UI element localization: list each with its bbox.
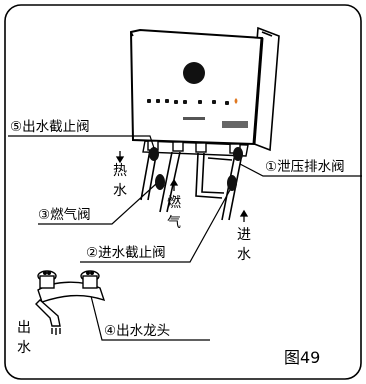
water-heater: [129, 28, 264, 146]
flame-indicator-icon: [234, 98, 238, 104]
water-in-char-1: 进: [237, 227, 251, 243]
control-buttons: [147, 99, 229, 105]
valve-outlet: [149, 147, 159, 161]
leader-outlet-valve: [8, 135, 155, 149]
gas-char-1: 燃: [167, 195, 181, 211]
leader-gas-valve: [38, 183, 157, 225]
brand-mark: [183, 117, 205, 120]
flow-label-hot-water: 热 水: [112, 161, 128, 201]
leader-relief-valve: [239, 163, 362, 177]
valve-gas: [155, 174, 165, 190]
label-outlet-shutoff-valve: ⑤出水截止阀: [10, 119, 90, 135]
leader-inlet-valve: [80, 189, 231, 263]
figure-number: 图49: [284, 348, 321, 367]
label-pressure-relief-valve: ①泄压排水阀: [265, 159, 345, 175]
label-gas-valve: ③燃气阀: [38, 207, 91, 223]
leader-lines: [8, 135, 362, 341]
hot-water-char-1: 热: [113, 163, 127, 179]
display-dial: [183, 62, 205, 84]
hot-water-char-2: 水: [113, 183, 127, 199]
water-out-char-1: 出: [17, 320, 31, 336]
flow-label-water-in: 进 水: [236, 225, 252, 265]
gas-char-2: 气: [167, 215, 181, 231]
valve-inlet: [227, 175, 237, 191]
flow-arrows: [115, 151, 249, 222]
water-out-char-2: 水: [17, 340, 31, 356]
water-in-char-2: 水: [237, 247, 251, 263]
valves: [149, 147, 243, 191]
valve-relief: [233, 147, 243, 161]
flow-label-gas: 燃 气: [166, 193, 182, 233]
figure-frame: [4, 4, 362, 380]
faucet: [35, 270, 106, 335]
rating-plate: [222, 121, 248, 128]
flow-label-water-out: 出 水: [16, 318, 32, 358]
label-inlet-shutoff-valve: ②进水截止阀: [86, 245, 166, 261]
leader-faucet: [89, 291, 210, 341]
label-outlet-faucet: ④出水龙头: [104, 323, 171, 339]
